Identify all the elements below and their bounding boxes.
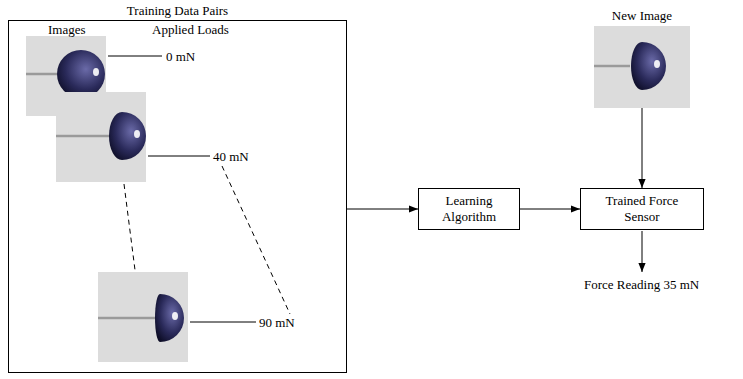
- flow-arrow: [520, 209, 580, 210]
- flow-arrow: [347, 209, 418, 210]
- node-heading: Training Data Pairs: [9, 3, 346, 19]
- sample-image: [98, 272, 188, 362]
- sample-image: [56, 92, 146, 182]
- leader-line: [148, 156, 210, 157]
- leader-line: [108, 56, 162, 57]
- node-heading: New Image: [594, 8, 690, 24]
- group-frame: Training Data Pairs: [8, 20, 347, 373]
- new-image: [594, 26, 690, 108]
- leader-line: [190, 322, 256, 323]
- load-label: 0 mN: [166, 49, 195, 65]
- dashed-line: [124, 184, 135, 270]
- output-arrow: [642, 231, 643, 272]
- node-text: Learning Algorithm: [425, 193, 513, 224]
- column-heading: Applied Loads: [152, 22, 229, 38]
- flow-arrow: [642, 108, 643, 188]
- output-label: Force Reading 35 mN: [584, 277, 699, 293]
- node-text: Trained Force Sensor: [587, 193, 697, 224]
- dashed-line: [222, 166, 290, 314]
- column-heading: Images: [48, 22, 86, 38]
- load-label: 90 mN: [259, 315, 295, 331]
- image-node: New Image: [594, 26, 690, 108]
- process-box: Learning Algorithm: [418, 188, 520, 230]
- load-label: 40 mN: [213, 149, 249, 165]
- process-box: Trained Force Sensor: [580, 188, 704, 230]
